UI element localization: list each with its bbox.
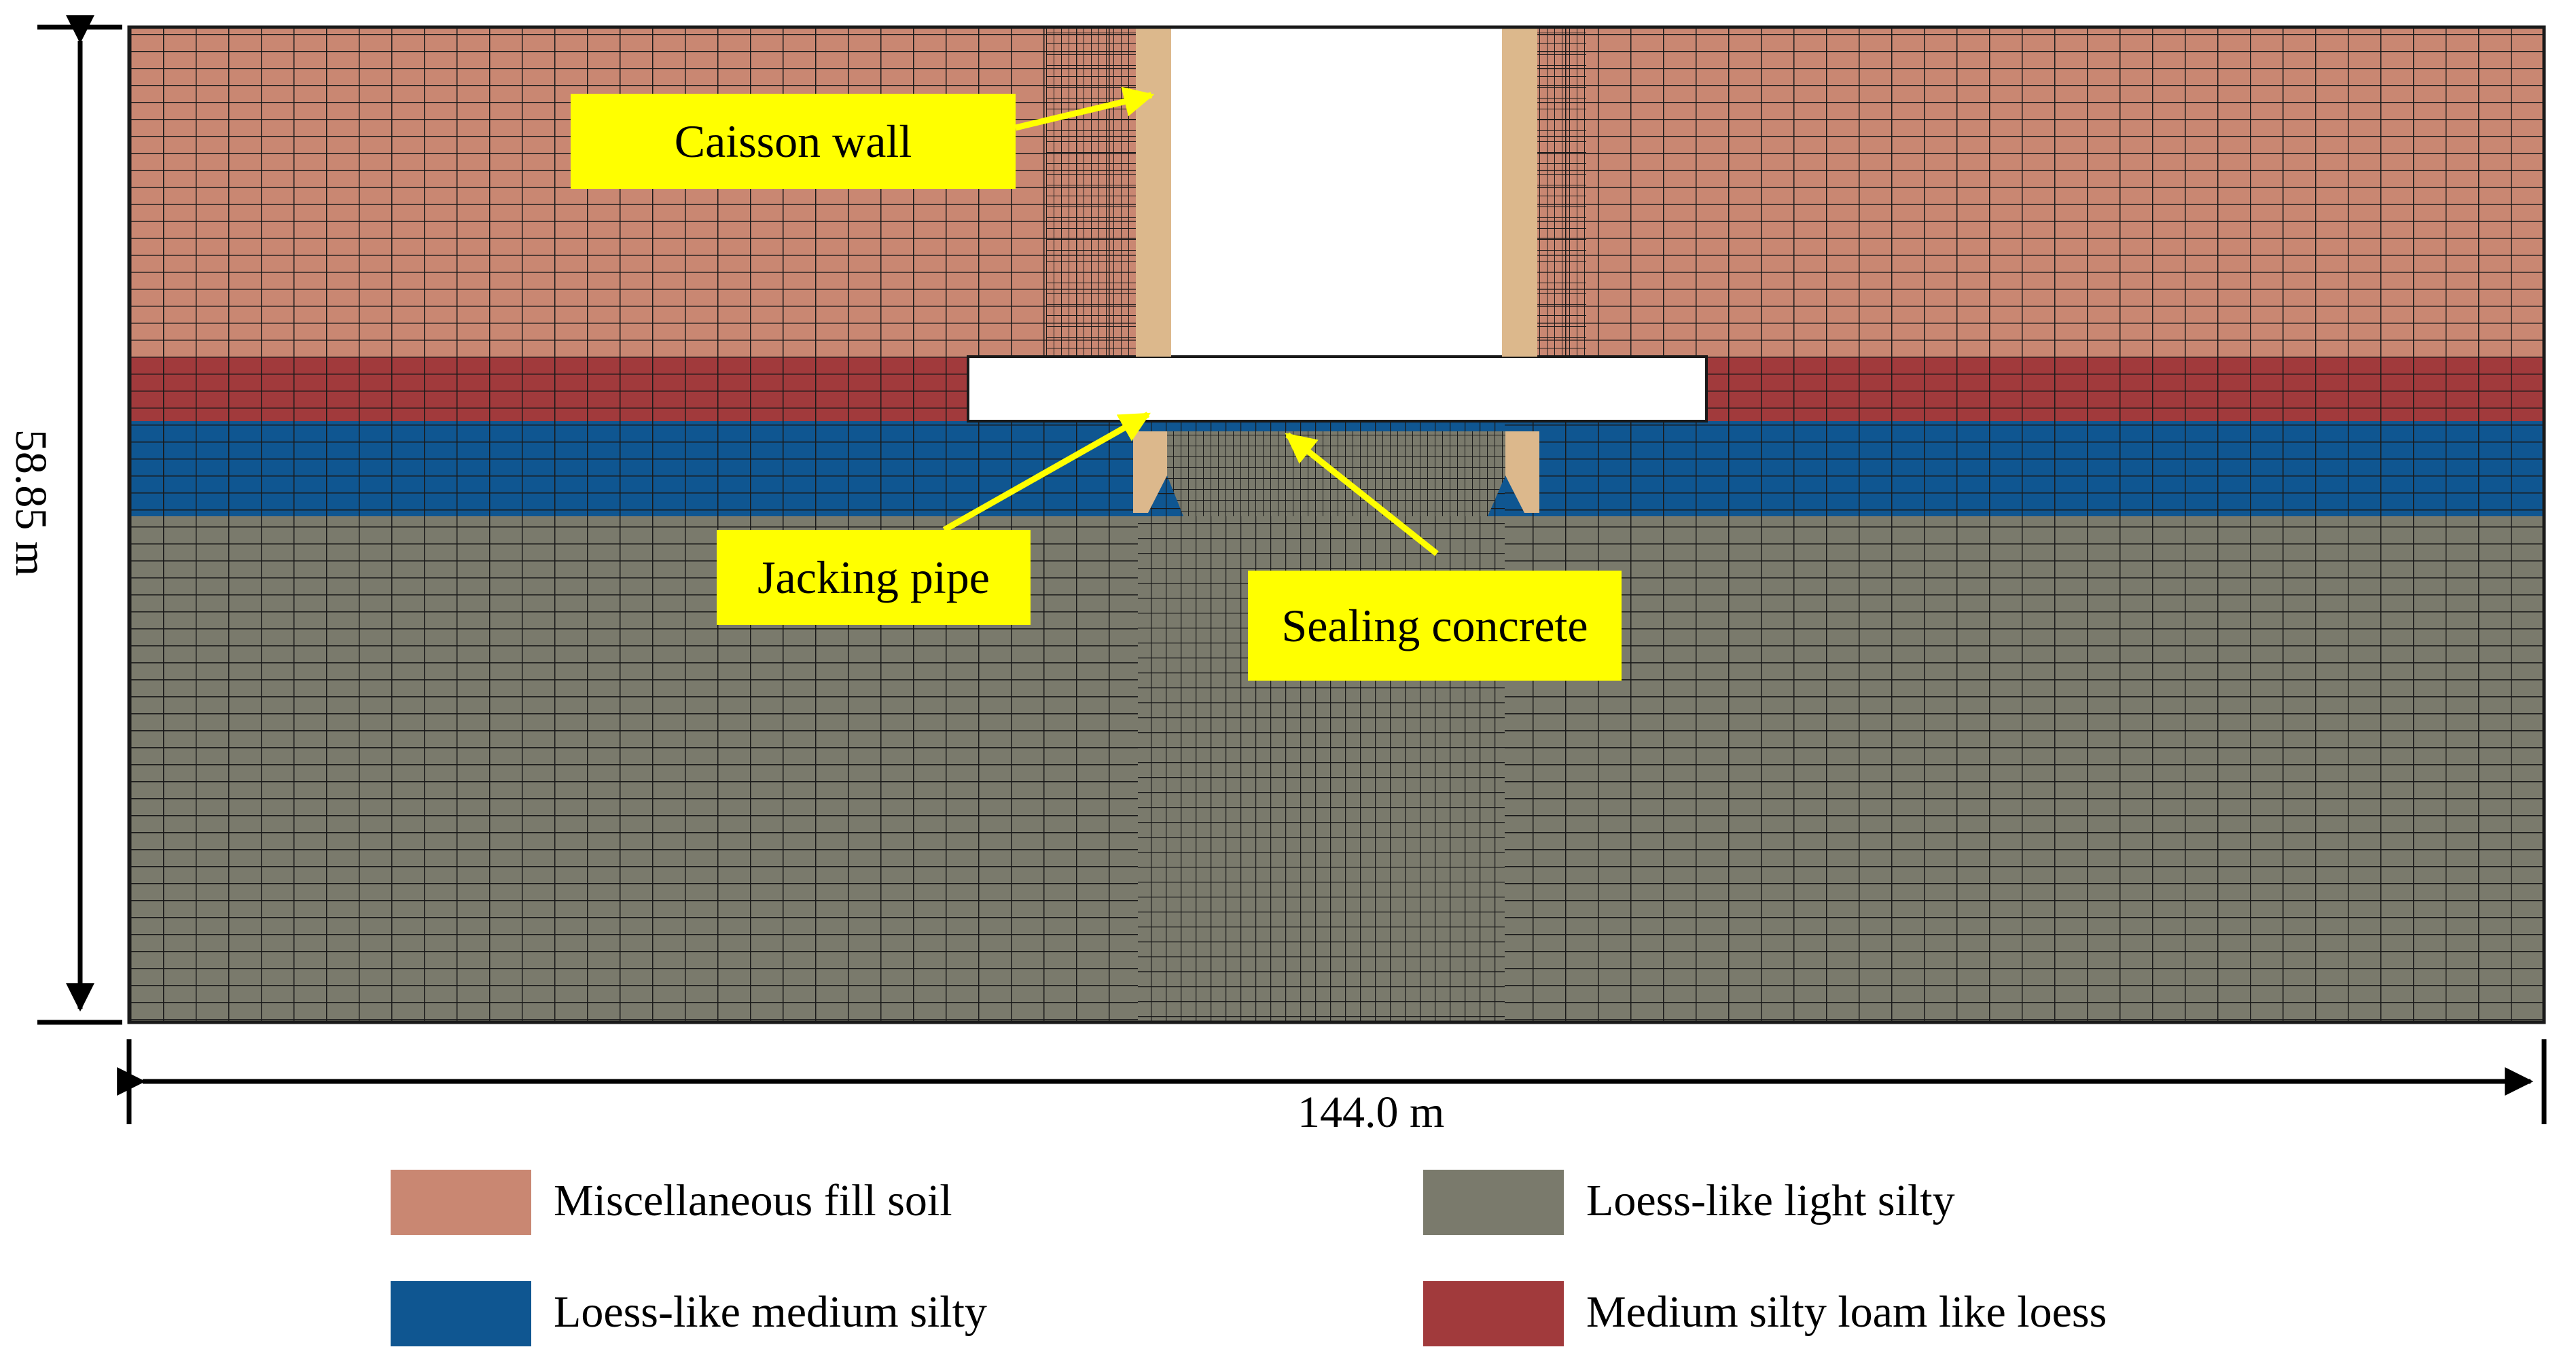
caisson-wall-arrow <box>1014 86 1155 131</box>
sealing-concrete-arrow <box>1285 432 1439 556</box>
legend-label-light-silty: Loess-like light silty <box>1586 1176 1955 1225</box>
caisson-wall-left-cutting-edge <box>1133 431 1167 513</box>
jacking-pipe-arrow <box>942 412 1151 533</box>
legend-label-loam: Medium silty loam like loess <box>1586 1287 2107 1337</box>
caisson-wall-left-upper <box>1136 27 1171 357</box>
caisson-wall-label: Caisson wall <box>571 94 1016 189</box>
height-dimension <box>37 15 122 1025</box>
legend-label-medium-silty: Loess-like medium silty <box>554 1287 987 1337</box>
height-dimension-label: 58.85 m <box>6 429 56 577</box>
caisson-opening <box>1171 0 1502 357</box>
model-boundary <box>127 25 2546 1024</box>
sealing-concrete-label: Sealing concrete <box>1248 571 1622 681</box>
mesh-grid-left <box>129 27 1138 1022</box>
mesh-grid-near-wall-left <box>1046 27 1138 357</box>
mesh-grid-center <box>1138 421 1505 1022</box>
legend-label-fill-soil: Miscellaneous fill soil <box>554 1176 952 1225</box>
jacking-pipe-label: Jacking pipe <box>717 530 1031 625</box>
legend-swatch-fill-soil <box>391 1170 531 1235</box>
mesh-grid-right <box>1505 27 2544 1022</box>
legend-swatch-medium-silty <box>391 1281 531 1346</box>
jacking-pipe-void <box>967 355 1708 423</box>
caisson-wall-right-cutting-edge <box>1505 431 1539 513</box>
width-dimension-label: 144.0 m <box>1298 1088 1445 1137</box>
legend-swatch-loam <box>1423 1281 1564 1346</box>
caisson-wall-right-upper <box>1502 27 1537 357</box>
legend-swatch-light-silty <box>1423 1170 1564 1235</box>
width-dimension <box>117 1039 2547 1124</box>
